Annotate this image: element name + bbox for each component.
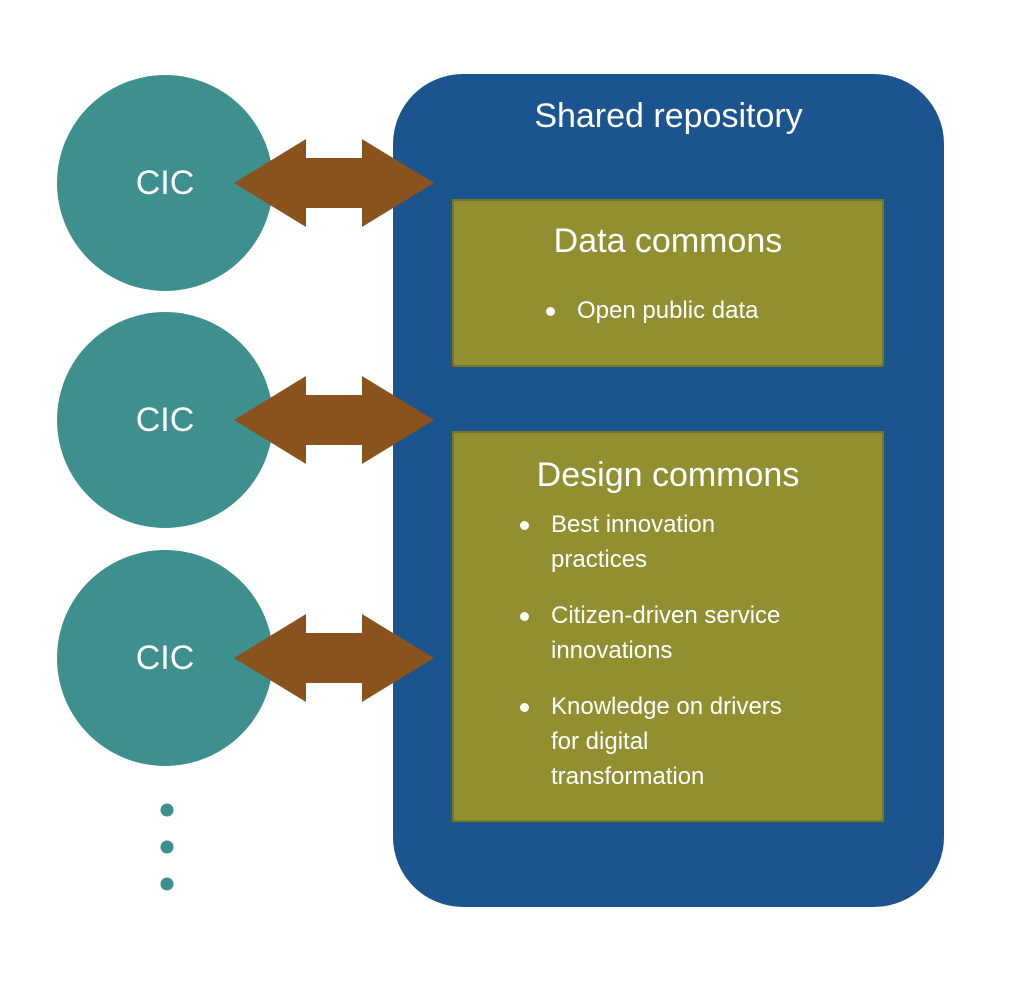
- list-item: Open public data: [546, 293, 758, 328]
- bullet-icon: [520, 612, 529, 621]
- list-item-text: Knowledge on drivers for digital transfo…: [551, 693, 782, 790]
- list-item-text: Best innovation practices: [551, 511, 716, 573]
- cic-circle: [57, 75, 273, 291]
- bullet-icon: [546, 307, 555, 316]
- design-commons-box: [452, 431, 884, 822]
- data-commons-title: Data commons: [553, 222, 783, 260]
- list-item: Knowledge on drivers for digital transfo…: [520, 689, 801, 794]
- data-commons-box: [452, 199, 884, 367]
- data-commons-list: Open public data: [546, 293, 758, 328]
- cic-label: CIC: [135, 639, 195, 677]
- design-commons-list: Best innovation practices Citizen-driven…: [520, 507, 820, 815]
- double-arrow-icon: [234, 376, 434, 464]
- design-commons-title: Design commons: [536, 456, 800, 494]
- data-commons-panel: Data commons Open public data: [452, 199, 884, 367]
- shared-repository-title: Shared repository: [534, 97, 803, 135]
- double-arrow-icon: [234, 139, 434, 227]
- list-item-text: Open public data: [577, 297, 759, 324]
- vertical-ellipsis-icon: [160, 803, 174, 891]
- cic-circle: [57, 550, 273, 766]
- double-arrow-icon: [234, 614, 434, 702]
- list-item: Citizen-driven service innovations: [520, 598, 821, 668]
- bullet-icon: [520, 521, 529, 530]
- bullet-icon: [520, 703, 529, 712]
- cic-circle: [57, 312, 273, 528]
- list-item: Best innovation practices: [520, 507, 771, 577]
- design-commons-panel: Design commons Best innovation practices…: [452, 431, 884, 822]
- list-item-text: Citizen-driven service innovations: [551, 602, 781, 664]
- cic-label: CIC: [135, 164, 195, 202]
- cic-label: CIC: [135, 401, 195, 439]
